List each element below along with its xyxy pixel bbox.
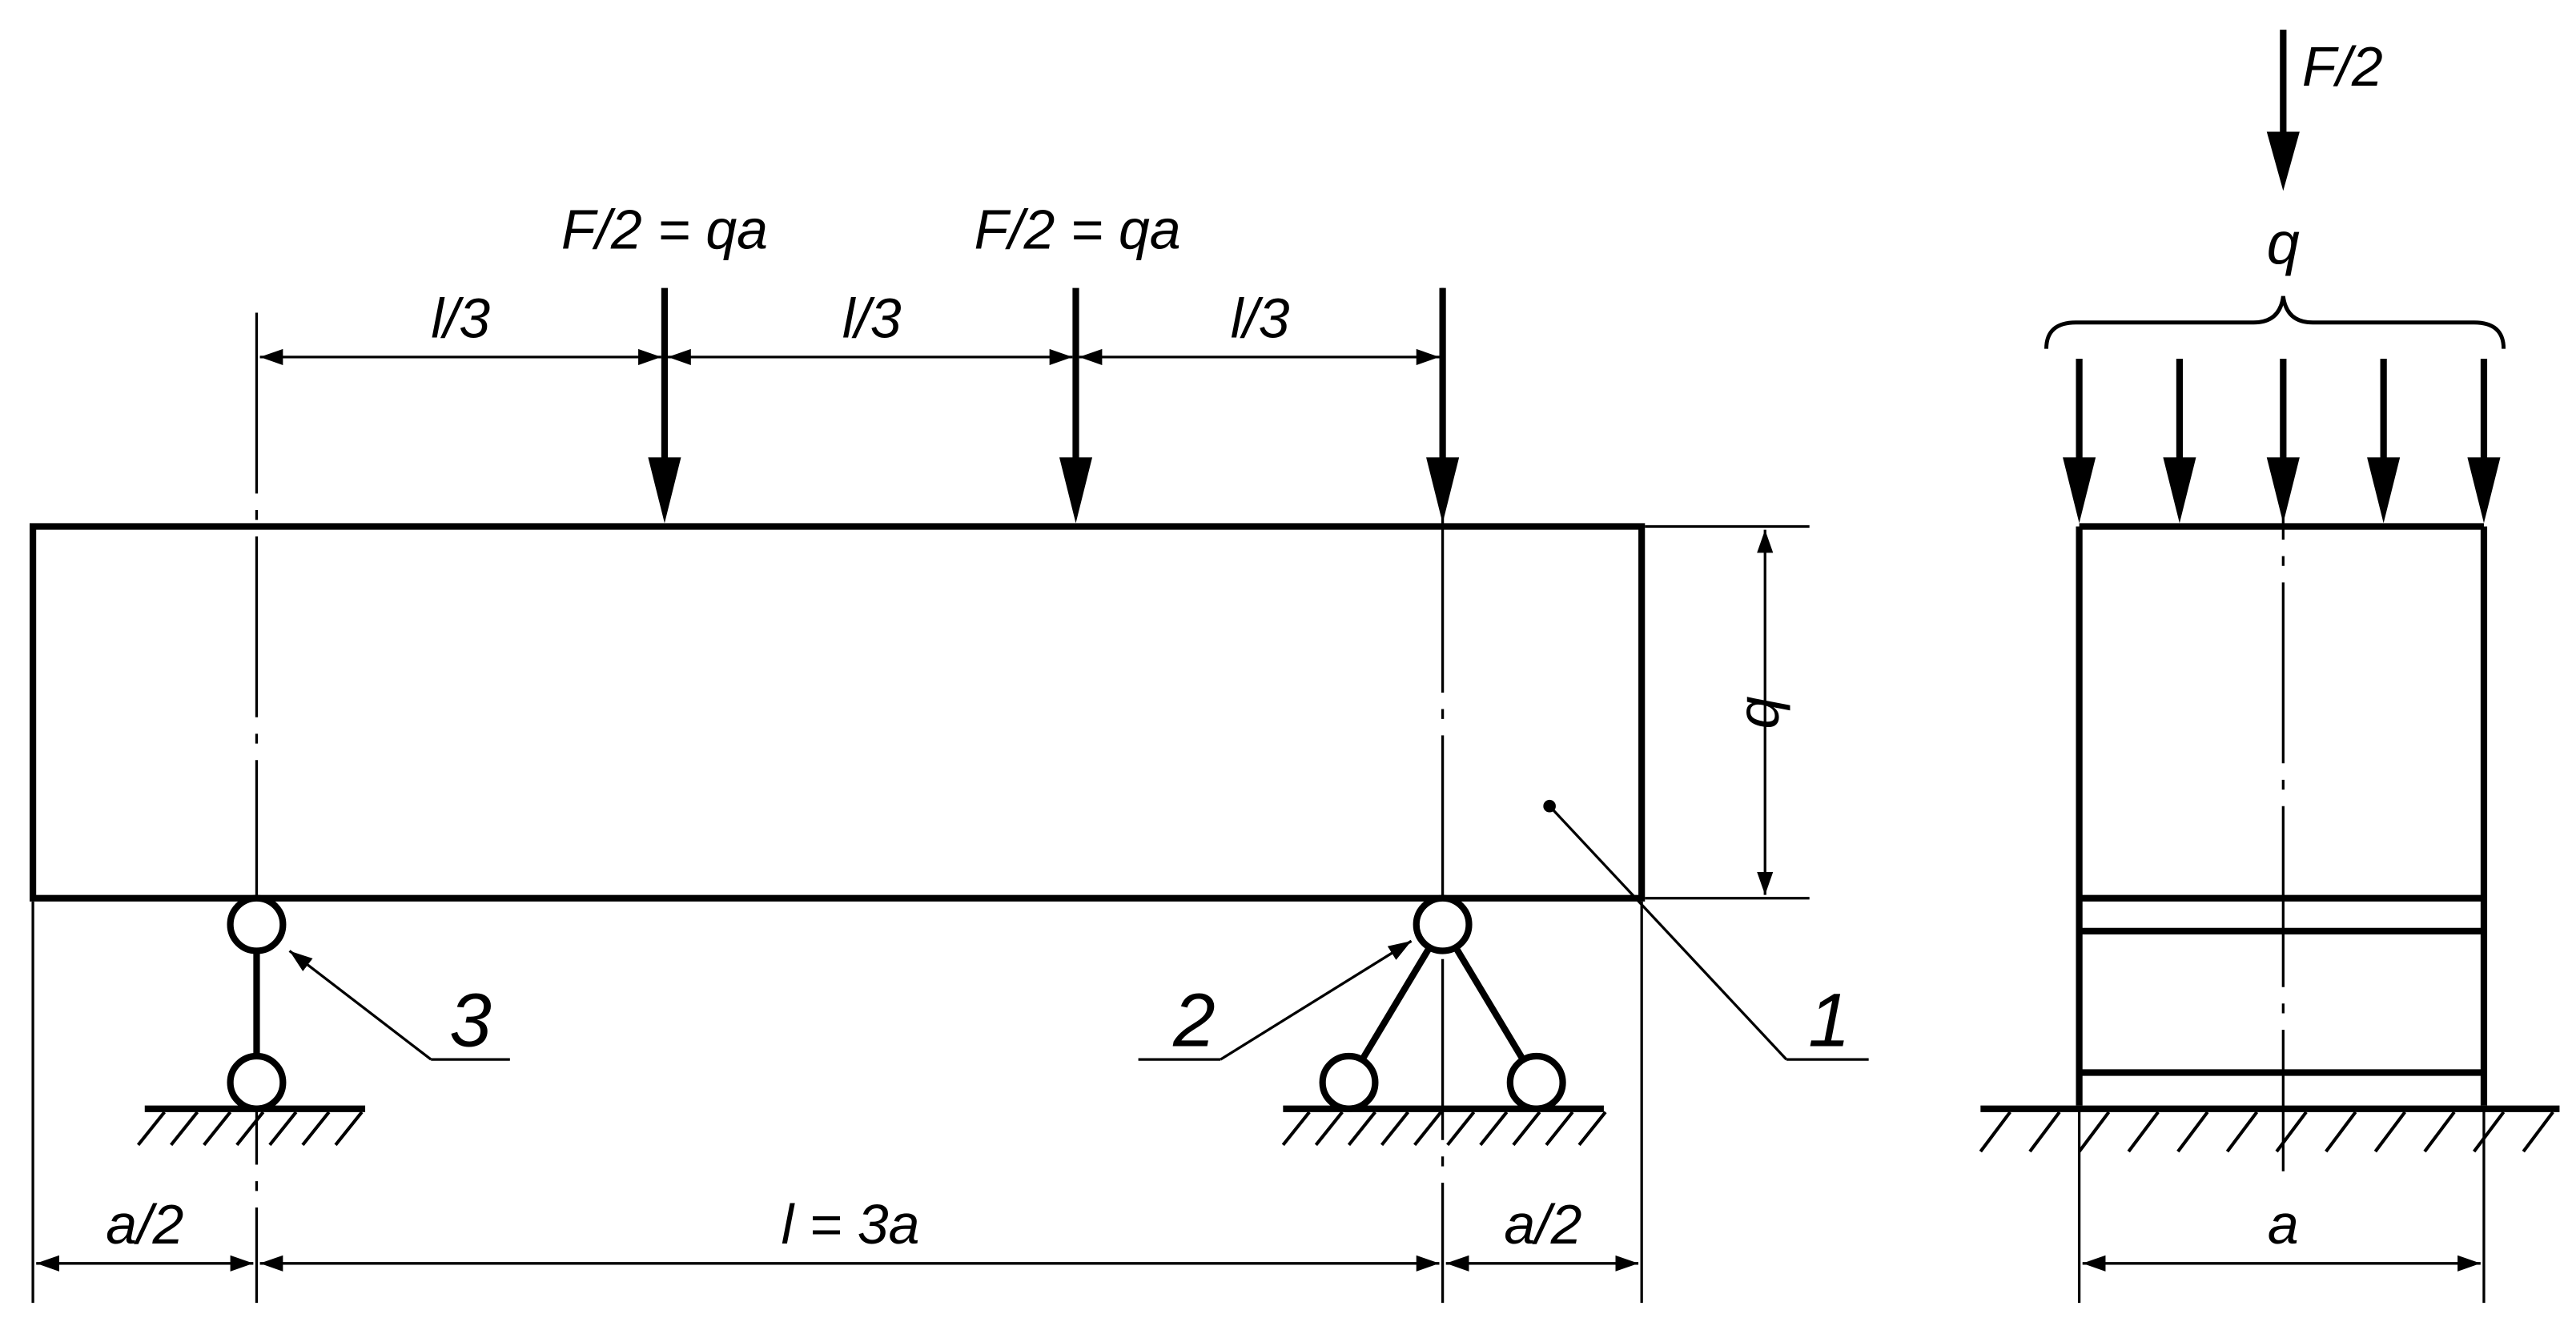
distributed-load-arrows (2063, 358, 2501, 524)
callout-leader-2 (1138, 939, 1413, 1061)
side-width-dimension (2077, 1108, 2486, 1304)
height-dim-label: b (1734, 696, 1801, 729)
callout-label-2: 2 (1172, 978, 1216, 1063)
side-load-label: F/2 (2302, 35, 2383, 98)
overhang-right-label: a/2 (1504, 1193, 1581, 1256)
overhang-left-label: a/2 (106, 1193, 183, 1256)
distributed-load-brace (2044, 295, 2506, 349)
callout-label-3: 3 (449, 978, 492, 1063)
load-label-left: F/2 = qa (561, 198, 768, 260)
right-support (1281, 894, 1607, 1147)
height-dimension (1645, 524, 1810, 900)
point-load-middle (1059, 287, 1093, 524)
side-view (1979, 30, 2560, 1304)
span-third-label-2: l/3 (842, 287, 902, 349)
beam-body (29, 523, 1646, 902)
distributed-load-label: q (2267, 210, 2300, 276)
front-view (29, 287, 1869, 1304)
load-label-middle: F/2 = qa (974, 198, 1180, 260)
point-load-left (648, 287, 681, 524)
side-point-load (2266, 30, 2300, 191)
span-third-label-1: l/3 (431, 287, 490, 349)
span-third-label-3: l/3 (1231, 287, 1290, 349)
span-total-label: l = 3a (782, 1193, 920, 1256)
side-ground (1979, 1105, 2560, 1153)
bottom-dimension-line (31, 901, 1643, 1304)
callout-leader-1 (1543, 799, 1869, 1061)
cross-section-outline (2076, 523, 2488, 1106)
point-load-right (1426, 287, 1460, 524)
left-support (136, 894, 366, 1147)
callout-leader-3 (288, 950, 510, 1061)
callout-label-1: 1 (1808, 978, 1851, 1063)
side-width-label: a (2268, 1193, 2299, 1256)
